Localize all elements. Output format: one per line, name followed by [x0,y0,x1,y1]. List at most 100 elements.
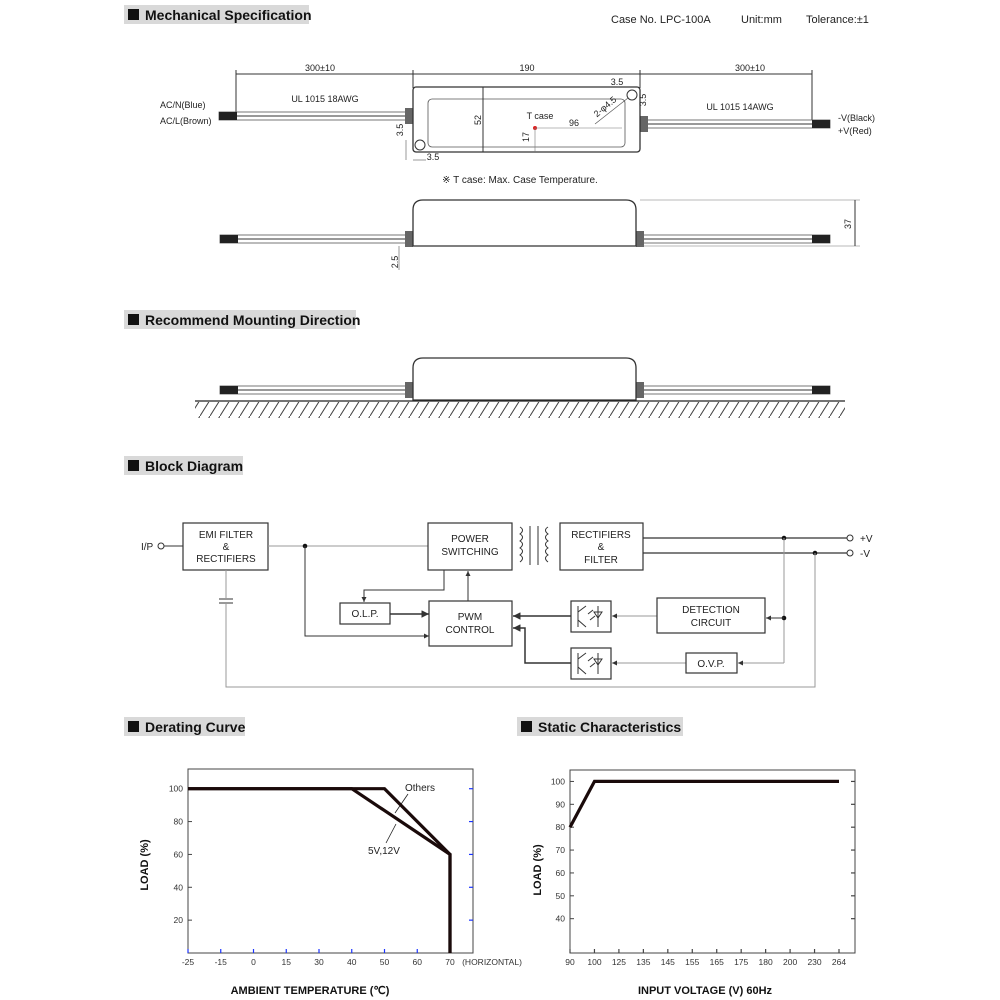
dim-3-5-top: 3.5 [611,77,624,87]
x-tick-label: -15 [215,957,228,967]
y-axis-label: LOAD (%) [532,844,544,896]
mechanical-side-view: 37 2.5 [219,199,860,270]
x-tick-label: 200 [783,957,797,967]
dim-height-52: 52 [473,115,483,125]
x-axis-label: AMBIENT TEMPERATURE (℃) [231,985,390,997]
y-tick-label: 80 [174,817,184,827]
x-tick-label: 70 [445,957,455,967]
block-label: O.L.P. [351,609,378,620]
block-label: PWM [458,612,482,623]
optocoupler-icon [570,647,612,680]
dim-body-length: 190 [519,63,534,73]
dim-3-5-bottom: 3.5 [427,152,440,162]
block-label: EMI FILTER [199,530,253,541]
label-vneg: -V [860,549,870,560]
annotation-others: Others [405,783,435,794]
section-header-mechanical: Mechanical Specification [124,5,312,24]
block-power-switching: POWER SWITCHING [427,522,513,571]
x-tick-label: 40 [347,957,357,967]
unit-label: Unit:mm [741,14,782,26]
section-title: Static Characteristics [538,719,681,735]
section-header-derating: Derating Curve [124,717,246,736]
label-ac-l: AC/L(Brown) [160,116,212,126]
label-wire-out: UL 1015 14AWG [706,102,773,112]
block-rectifiers-filter: RECTIFIERS & FILTER [559,522,644,571]
label-wire-in: UL 1015 18AWG [291,94,358,104]
mounting-diagram [195,357,845,418]
x-tick-label: 125 [612,957,626,967]
block-detection-circuit: DETECTION CIRCUIT [656,597,766,634]
block-pwm-control: PWM CONTROL [428,600,513,647]
block-label: FILTER [584,555,618,566]
x-tick-label: 50 [380,957,390,967]
derating-curve-chart: LOAD (%) AMBIENT TEMPERATURE (℃) (HORIZO… [139,768,522,997]
block-label: & [223,542,230,553]
label-ip: I/P [141,542,154,553]
block-label: & [598,542,605,553]
section-header-block: Block Diagram [124,456,243,475]
section-header-mounting: Recommend Mounting Direction [124,310,360,329]
x-tick-label: 60 [413,957,423,967]
dim-2-5: 2.5 [390,256,400,269]
y-tick-label: 90 [556,799,566,809]
block-label: CONTROL [446,625,495,636]
label-tcase: T case [527,111,554,121]
x-tick-label: 135 [636,957,650,967]
y-tick-label: 100 [169,784,183,794]
x-tick-label: 15 [282,957,292,967]
annotation-5v-12v: 5V,12V [368,846,400,857]
x-tick-label: 145 [661,957,675,967]
ground-hatch [195,402,845,418]
block-olp: O.L.P. [339,602,391,625]
dim-left-wire: 300±10 [305,63,335,73]
label-ac-n: AC/N(Blue) [160,100,206,110]
section-header-static: Static Characteristics [517,717,683,736]
mechanical-top-view: 300±10 190 300±10 AC/N(Blue) AC/L(Brown)… [160,63,875,186]
block-label: O.V.P. [697,659,724,670]
x-axis-note: (HORIZONTAL) [462,957,522,967]
x-tick-label: 100 [587,957,601,967]
case-number: Case No. LPC-100A [611,14,711,26]
x-tick-label: 175 [734,957,748,967]
block-label: RECTIFIERS [571,530,631,541]
block-label: CIRCUIT [691,618,732,629]
section-title: Derating Curve [145,719,246,735]
y-tick-label: 40 [556,914,566,924]
y-tick-label: 60 [556,868,566,878]
section-title: Block Diagram [145,458,243,474]
y-axis-label: LOAD (%) [139,839,151,891]
x-tick-label: 264 [832,957,846,967]
series-line-5v-12v [188,787,452,953]
block-label: SWITCHING [441,547,498,558]
x-tick-label: 0 [251,957,256,967]
y-tick-label: 60 [174,849,184,859]
transformer-icon [519,526,549,565]
block-label: RECTIFIERS [196,554,256,565]
tcase-note: ※ T case: Max. Case Temperature. [442,175,598,186]
x-tick-label: 90 [565,957,575,967]
x-tick-label: -25 [182,957,195,967]
y-tick-label: 80 [556,822,566,832]
label-v-neg: -V(Black) [838,113,875,123]
block-label: DETECTION [682,605,740,616]
dim-right-wire: 300±10 [735,63,765,73]
x-tick-label: 155 [685,957,699,967]
y-tick-label: 50 [556,891,566,901]
dim-3-5-left: 3.5 [395,124,405,137]
y-tick-label: 40 [174,882,184,892]
label-v-pos: +V(Red) [838,126,872,136]
y-tick-label: 20 [174,915,184,925]
dim-side-height: 37 [843,219,853,229]
block-diagram: I/P EMI FILTER & RECTIFIERS POWER SWITCH… [141,522,873,688]
y-tick-label: 100 [551,776,565,786]
static-characteristics-chart: LOAD (%) INPUT VOLTAGE (V) 60Hz 90 100 125… [532,769,856,997]
x-tick-label: 30 [314,957,324,967]
x-tick-label: 180 [759,957,773,967]
dim-17: 17 [521,132,531,142]
series-line-load [568,779,839,828]
y-tick-label: 70 [556,845,566,855]
x-axis-label: INPUT VOLTAGE (V) 60Hz [638,985,773,997]
dim-96: 96 [569,118,579,128]
label-vpos: +V [860,534,873,545]
